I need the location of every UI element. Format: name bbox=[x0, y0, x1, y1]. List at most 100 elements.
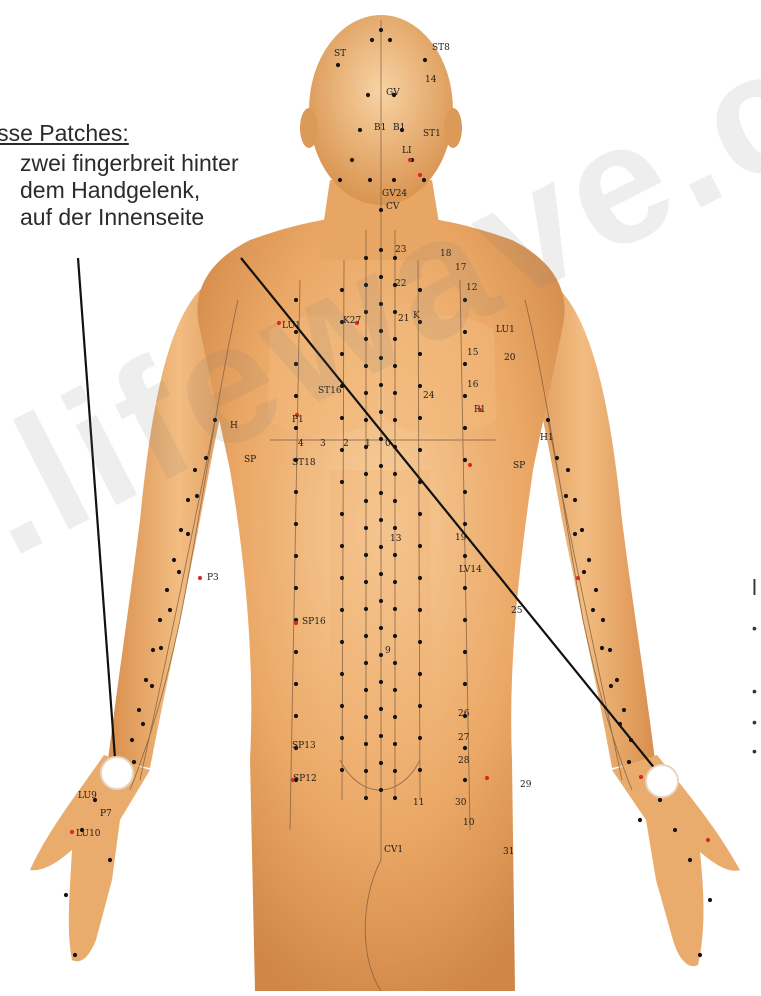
label-sp12: SP12 bbox=[293, 774, 317, 784]
acupoint bbox=[151, 648, 155, 652]
acupoint bbox=[418, 544, 422, 548]
acupoint bbox=[393, 715, 397, 719]
acupoint bbox=[130, 738, 134, 742]
acupoint bbox=[177, 570, 181, 574]
acupoint-red bbox=[468, 463, 472, 467]
acupoint bbox=[418, 608, 422, 612]
acupoint bbox=[137, 708, 141, 712]
acupoint bbox=[158, 618, 162, 622]
acupoint bbox=[546, 418, 550, 422]
acupoint-red bbox=[408, 158, 412, 162]
acupoint bbox=[364, 526, 368, 530]
label-lu9: LU9 bbox=[78, 791, 97, 801]
label-16: 16 bbox=[467, 380, 479, 390]
label-h1-right: H1 bbox=[540, 433, 554, 443]
acupoint bbox=[463, 778, 467, 782]
acupoint bbox=[172, 558, 176, 562]
acupoint bbox=[294, 586, 298, 590]
acupoint bbox=[379, 761, 383, 765]
acupoint bbox=[64, 893, 68, 897]
acupoint bbox=[364, 472, 368, 476]
acupoint bbox=[393, 661, 397, 665]
acupoint bbox=[600, 646, 604, 650]
annotation-line-2: dem Handgelenk, bbox=[20, 177, 200, 204]
label-29: 29 bbox=[520, 780, 532, 790]
acupoint bbox=[379, 653, 383, 657]
acupoint bbox=[340, 512, 344, 516]
acupoint bbox=[463, 586, 467, 590]
acupoint bbox=[73, 953, 77, 957]
label-lv14: LV14 bbox=[459, 565, 482, 575]
acupoint bbox=[364, 769, 368, 773]
label-20: 20 bbox=[504, 353, 516, 363]
label-1: 1 bbox=[365, 439, 371, 449]
acupoint bbox=[340, 544, 344, 548]
label-sp16: SP16 bbox=[302, 617, 326, 627]
acupoint bbox=[673, 828, 677, 832]
acupoint bbox=[566, 468, 570, 472]
label-b1-left: B1 bbox=[374, 123, 386, 133]
acupoint bbox=[418, 768, 422, 772]
acupoint bbox=[379, 680, 383, 684]
acupoint bbox=[698, 953, 702, 957]
acupoint bbox=[132, 760, 136, 764]
acupoint bbox=[423, 58, 427, 62]
acupoint bbox=[463, 522, 467, 526]
acupoint-red bbox=[294, 621, 298, 625]
acupoint bbox=[594, 588, 598, 592]
acupoint bbox=[366, 93, 370, 97]
acupoint bbox=[340, 480, 344, 484]
acupoint bbox=[168, 608, 172, 612]
acupoint bbox=[564, 494, 568, 498]
patch-marker-right bbox=[646, 765, 678, 797]
acupoint bbox=[364, 715, 368, 719]
acupoint bbox=[294, 682, 298, 686]
acupoint-red bbox=[198, 576, 202, 580]
label-14: 14 bbox=[425, 75, 437, 85]
annotation-line-1: zwei fingerbreit hinter bbox=[20, 150, 239, 177]
acupoint bbox=[340, 736, 344, 740]
acupoint bbox=[379, 464, 383, 468]
label-26: 26 bbox=[458, 709, 470, 719]
label-30: 30 bbox=[455, 798, 467, 808]
label-25: 25 bbox=[511, 606, 523, 616]
acupoint bbox=[463, 650, 467, 654]
acupoint bbox=[150, 684, 154, 688]
label-b1-right: B1 bbox=[393, 123, 405, 133]
acupoint bbox=[294, 490, 298, 494]
acupoint-red bbox=[706, 838, 710, 842]
label-st: ST bbox=[334, 49, 346, 59]
acupoint bbox=[141, 722, 145, 726]
label-st8: ST8 bbox=[432, 43, 450, 53]
acupoint bbox=[393, 499, 397, 503]
acupoint bbox=[658, 798, 662, 802]
acupoint bbox=[393, 526, 397, 530]
right-fragment-bullet-1: • bbox=[752, 620, 757, 636]
left-ear bbox=[300, 108, 318, 148]
annotation-title: isse Patches: bbox=[0, 120, 129, 147]
acupoint bbox=[393, 607, 397, 611]
acupoint bbox=[336, 63, 340, 67]
acupoint bbox=[379, 28, 383, 32]
acupoint bbox=[418, 672, 422, 676]
acupoint bbox=[340, 672, 344, 676]
label-13: 13 bbox=[390, 534, 402, 544]
acupoint bbox=[379, 545, 383, 549]
acupoint-red bbox=[576, 576, 580, 580]
right-fragment-bullet-3: • bbox=[752, 714, 757, 730]
acupoint bbox=[573, 498, 577, 502]
acupoint bbox=[340, 640, 344, 644]
label-9: 9 bbox=[385, 646, 391, 656]
right-fragment-heading: l bbox=[752, 575, 757, 601]
acupoint bbox=[463, 746, 467, 750]
acupoint bbox=[350, 158, 354, 162]
acupoint bbox=[463, 554, 467, 558]
annotation-line-3: auf der Innenseite bbox=[20, 204, 204, 231]
acupoint bbox=[622, 708, 626, 712]
label-st1: ST1 bbox=[423, 129, 441, 139]
acupoint bbox=[393, 769, 397, 773]
acupoint bbox=[638, 818, 642, 822]
acupoint bbox=[179, 528, 183, 532]
acupoint bbox=[294, 650, 298, 654]
acupoint bbox=[294, 522, 298, 526]
